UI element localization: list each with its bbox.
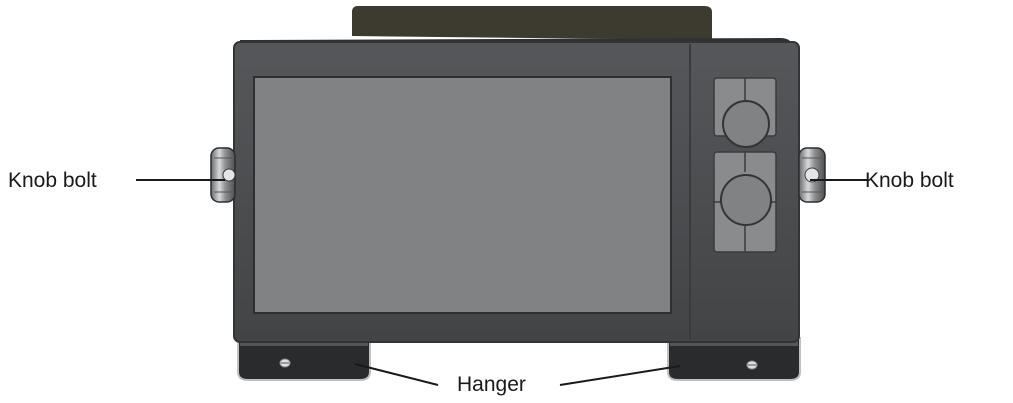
leader-line-hanger-left bbox=[354, 363, 439, 386]
rotary-knob-icon[interactable] bbox=[720, 174, 772, 226]
rotary-knob-icon[interactable] bbox=[722, 100, 770, 148]
left-hanger bbox=[237, 337, 371, 381]
hanger-label: Hanger bbox=[457, 373, 526, 396]
knob-bolt-label-left: Knob bolt bbox=[8, 169, 97, 192]
key-panel-top bbox=[713, 77, 777, 148]
top-cover bbox=[352, 6, 712, 40]
screw-icon bbox=[746, 360, 758, 370]
knob-bolt-icon[interactable] bbox=[798, 147, 826, 203]
knob-bolt-label-right: Knob bolt bbox=[865, 169, 954, 192]
knob-bolt-icon[interactable] bbox=[210, 147, 236, 203]
leader-line-hanger-right bbox=[559, 365, 681, 386]
lcd-screen bbox=[253, 76, 672, 314]
screw-icon bbox=[279, 358, 291, 368]
key-panel-bottom bbox=[713, 151, 777, 253]
right-hanger bbox=[667, 337, 801, 381]
